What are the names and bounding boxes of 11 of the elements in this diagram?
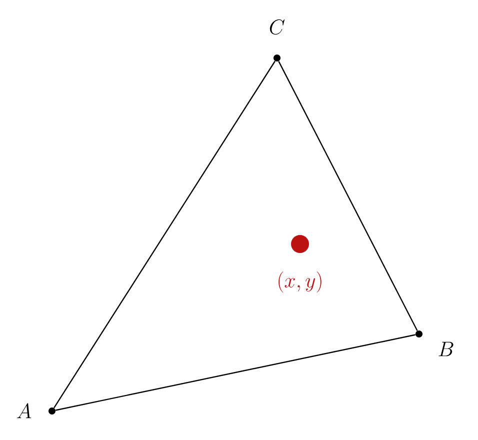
point-dot (416, 330, 422, 338)
point-label: $B$ (438, 342, 454, 356)
triangle-side (278, 61, 418, 331)
point-dot (274, 54, 280, 62)
triangle-side (53, 60, 276, 408)
point-label: $A$ (17, 403, 32, 418)
point-dot (291, 235, 309, 253)
point-dot (48, 408, 56, 414)
point-label: $(x,y)$ (278, 272, 322, 292)
triangle-side (56, 334, 416, 411)
point-label: $C$ (270, 19, 285, 35)
